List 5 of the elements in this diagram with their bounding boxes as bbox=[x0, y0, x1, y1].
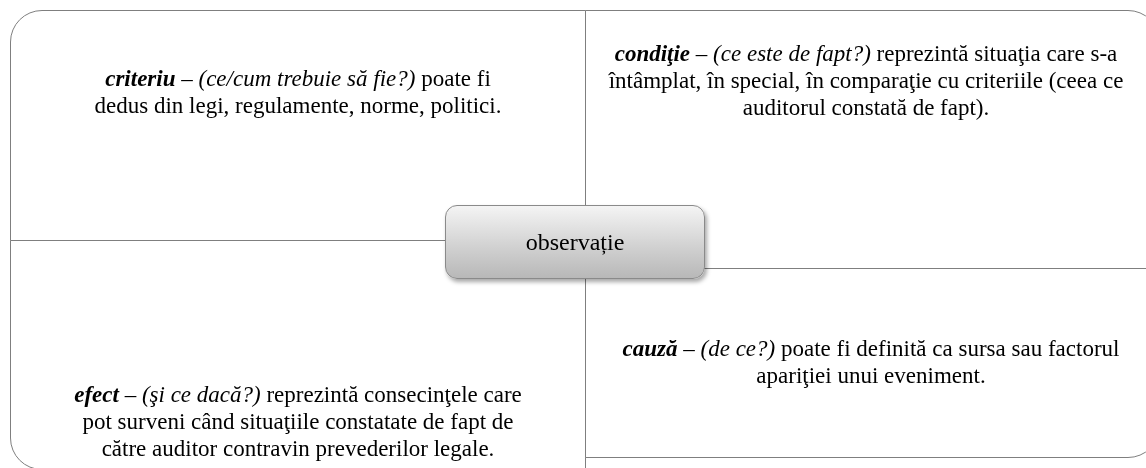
description-text: criteriu – (ce/cum trebuie să fie?) poate fi dedus din legi, regulamente, norme, politici. bbox=[93, 66, 503, 120]
description-text: condiţie – (ce este de fapt?) reprezintă situaţia care s-a întâmplat, în special, în comparaţie cu criteriile (ceea ce auditorul constată de fapt). bbox=[607, 41, 1125, 122]
description-text: efect – (şi ce dacă?) reprezintă consecinţele care pot surveni când situaţiile constatate de fapt de către auditor contravin prevederilor legale. bbox=[73, 382, 523, 463]
description-text: cauză – (de ce?) poate fi definită ca sursa sau factorul apariţiei unui eveniment. bbox=[621, 336, 1121, 390]
center-box: observație bbox=[445, 205, 705, 279]
